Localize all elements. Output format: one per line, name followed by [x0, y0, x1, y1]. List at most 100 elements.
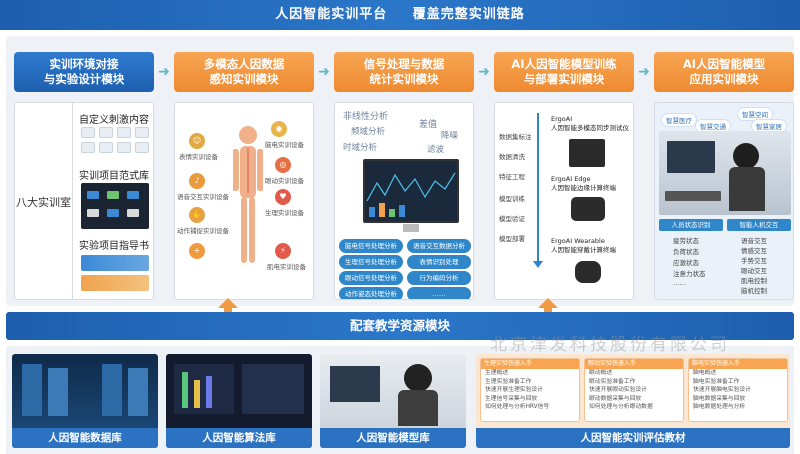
analysis-pill[interactable]: 行为编码分析 — [407, 271, 471, 285]
manual-line: 快速开展眼动实验设计 — [589, 387, 647, 394]
manual-title: 眼动实验快速入手 — [585, 359, 683, 369]
analysis-pill[interactable]: 脑电信号处理分析 — [339, 239, 403, 253]
stimulus-icon — [99, 127, 113, 138]
manual-eye[interactable]: 眼动实验快速入手 眼动概述 眼动实验准备工作 快速开展眼动实验设计 眼动数据采集… — [584, 358, 684, 422]
plus-device-icon: + — [189, 243, 205, 259]
product-desc-label: 人因智能多模态同步测试仪 — [551, 124, 629, 132]
physio-device-icon: ♥ — [275, 189, 291, 205]
analysis-pill[interactable]: 动作姿态处理分析 — [339, 287, 403, 299]
up-arrow-icon — [218, 298, 238, 308]
ergoai-edge-device-image — [571, 197, 605, 221]
guide-title: 实验项目指导书 — [79, 241, 149, 252]
manual-eeg[interactable]: 脑电实验快速入手 脑电概述 脑电实验准备工作 快速开展脑电实验设计 脑电数据采集… — [688, 358, 788, 422]
motion-device-icon: ✋ — [189, 207, 205, 223]
stimulus-icon — [117, 127, 131, 138]
manual-title: 生理实验快速入手 — [481, 359, 579, 369]
company-watermark: 北京津发科技股份有限公司 — [490, 335, 730, 355]
manual-line: 快速开展脑电实验设计 — [693, 387, 751, 394]
manual-line: 生理实验准备工作 — [485, 378, 532, 385]
brain-device-icon: ◉ — [271, 121, 287, 137]
stimulus-icon — [135, 127, 149, 138]
stimulus-icon — [99, 142, 113, 153]
module-header-ai-training[interactable]: AI人因智能模型训练 与部署实训模块 — [494, 52, 634, 92]
interaction-item: 情感交互 — [741, 247, 767, 255]
manual-line: 脑电数据处理与分析 — [693, 404, 746, 411]
manual-title: 脑电实验快速入手 — [689, 359, 787, 369]
resource-area: 人因智能数据库 人因智能算法库 人因智能模型库 生理实验快速入手 生理概述 生理… — [6, 346, 794, 454]
platform-subtitle: 覆盖完整实训链路 — [412, 7, 525, 22]
interaction-item: 眼动交互 — [741, 267, 767, 275]
application-lab-photo — [659, 131, 791, 215]
stimulus-icon — [135, 142, 149, 153]
manual-physio[interactable]: 生理实验快速入手 生理概述 生理实验准备工作 快速开展生理实验设计 生理信号采集… — [480, 358, 580, 422]
interaction-item: 语音交互 — [741, 237, 767, 245]
analysis-word: 降噪 — [441, 131, 459, 141]
up-arrow-stem — [544, 308, 552, 312]
platform-title-bar: 人因智能实训平台 覆盖完整实训链路 — [0, 0, 800, 30]
stimulus-icon — [81, 142, 95, 153]
ergoai-device-image — [569, 139, 605, 167]
pipeline-stage: 模型部署 — [499, 235, 525, 243]
manual-line: 如何处理与分析眼动数据 — [589, 404, 653, 411]
module-header-signal[interactable]: 信号处理与数据 统计实训模块 — [334, 52, 474, 92]
arrow-right-icon: ➜ — [478, 64, 490, 80]
product-desc-label: 人因智能穿戴计算终端 — [551, 246, 616, 254]
hci-header: 智能人机交互 — [727, 219, 791, 231]
model-label: 人因智能模型库 — [320, 428, 466, 448]
up-arrow-stem — [224, 308, 232, 312]
textbook-card[interactable]: 生理实验快速入手 生理概述 生理实验准备工作 快速开展生理实验设计 生理信号采集… — [476, 354, 790, 448]
panel-signal: 非线性分析 频域分析 时域分析 差值 降噪 滤波 脑电信号处理分析 语音交互数据… — [334, 102, 474, 300]
model-card[interactable]: 人因智能模型库 — [320, 354, 466, 448]
product-name-label: ErgoAI Wearable — [551, 237, 605, 245]
pipeline-arrow-icon — [533, 261, 543, 268]
analysis-pill[interactable]: 眼动信号处理分析 — [339, 271, 403, 285]
emg-device-icon: ⚡ — [275, 243, 291, 259]
module-header-ai-application[interactable]: AI人因智能模型 应用实训模块 — [654, 52, 794, 92]
interaction-item: 手势交互 — [741, 257, 767, 265]
database-card[interactable]: 人因智能数据库 — [12, 354, 158, 448]
device-label: 动作捕捉实训设备 — [177, 227, 229, 235]
product-name-label: ErgoAI — [551, 115, 573, 123]
scenario-tag[interactable]: 智慧医疗 — [661, 113, 697, 127]
device-label: 生理实训设备 — [265, 209, 304, 217]
manual-line: 眼动数据采集与回放 — [589, 395, 642, 402]
arrow-right-icon: ➜ — [158, 64, 170, 80]
stimulus-icon — [117, 142, 131, 153]
manual-line: 脑电数据采集与回放 — [693, 395, 746, 402]
human-body-icon — [233, 126, 263, 263]
paradigm-title: 实训项目范式库 — [79, 171, 149, 182]
voice-device-icon: ♪ — [189, 173, 205, 189]
algorithm-card[interactable]: 人因智能算法库 — [166, 354, 312, 448]
state-item: 应激状态 — [673, 259, 699, 267]
state-item: 负荷状态 — [673, 248, 699, 256]
database-label: 人因智能数据库 — [12, 428, 158, 448]
pipeline-stage: 数据集标注 — [499, 133, 532, 141]
device-label: 脑电实训设备 — [265, 141, 304, 149]
module-header-label: AI人因智能模型 应用实训模块 — [682, 57, 766, 86]
module-header-environment[interactable]: 实训环境对接 与实验设计模块 — [14, 52, 154, 92]
interaction-item: 脑机控制 — [741, 287, 767, 295]
analysis-pill[interactable]: …… — [407, 287, 471, 299]
analysis-word: 滤波 — [427, 145, 445, 155]
analysis-pill[interactable]: 生理信号处理分析 — [339, 255, 403, 269]
state-item: 疲劳状态 — [673, 237, 699, 245]
panel-ai-application: 智慧医疗 智慧空间 智慧交通 智慧家居 人员状态识别 智能人机交互 疲劳状态 负… — [654, 102, 794, 300]
eye-device-icon: ◎ — [275, 157, 291, 173]
manual-line: 生理信号采集与回放 — [485, 395, 538, 402]
device-label: 眼动实训设备 — [265, 177, 304, 185]
pipeline-stage: 模型验证 — [499, 215, 525, 223]
manual-line: 眼动概述 — [589, 370, 613, 376]
analysis-pill[interactable]: 语音交互数据分析 — [407, 239, 471, 253]
state-item: 注意力状态 — [673, 270, 706, 278]
pipeline-stage: 数据清洗 — [499, 153, 525, 161]
analysis-word: 非线性分析 — [343, 112, 389, 122]
monitor-stand — [403, 224, 419, 232]
analysis-word: 差值 — [419, 120, 438, 130]
expression-device-icon: ☺ — [189, 133, 205, 149]
analysis-pill[interactable]: 表情识别处理 — [407, 255, 471, 269]
module-header-perception[interactable]: 多模态人因数据 感知实训模块 — [174, 52, 314, 92]
